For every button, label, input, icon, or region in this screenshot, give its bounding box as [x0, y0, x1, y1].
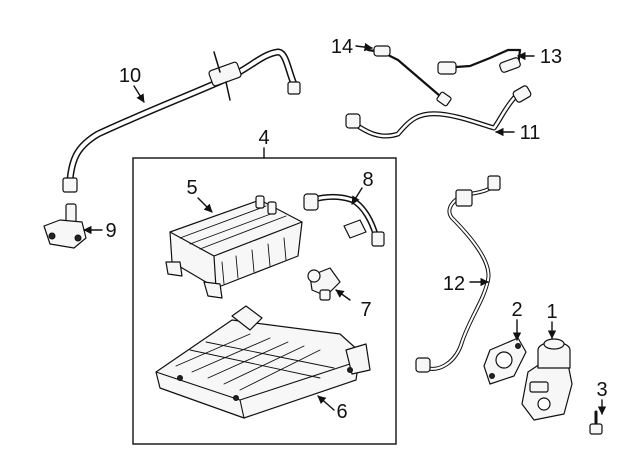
callout-11: 11: [520, 122, 541, 144]
part-7-valve: [307, 267, 341, 301]
callout-9: 9: [105, 220, 116, 242]
callout-14: 14: [331, 36, 353, 58]
callout-10: 10: [119, 65, 141, 87]
callout-5: 5: [186, 177, 197, 199]
callout-6: 6: [336, 401, 347, 423]
part-2-gasket: [483, 337, 527, 385]
callout-1: 1: [546, 301, 557, 323]
part-11-tube: [345, 85, 532, 139]
callout-13: 13: [540, 46, 562, 68]
part-14-sensor-lead: [366, 45, 452, 107]
part-6-tray: [155, 305, 371, 419]
part-9-connector: [43, 203, 87, 249]
callout-8: 8: [362, 169, 373, 191]
callout-3: 3: [596, 379, 607, 401]
part-13-sensor-lead: [437, 48, 522, 75]
part-5-canister: [165, 195, 303, 299]
part-3-bolt: [589, 410, 603, 435]
callout-4: 4: [258, 127, 269, 149]
callout-12: 12: [443, 273, 465, 295]
callout-2: 2: [511, 299, 522, 321]
callout-7: 7: [360, 299, 371, 321]
leader-lines: [83, 42, 607, 415]
part-8-hose: [303, 193, 385, 247]
callout-labels: 1 2 3 4 5 6 7 8 9 10 11 12 13 14: [105, 36, 607, 423]
part-12-tube: [415, 175, 501, 373]
part-10-vapor-hose: [62, 48, 301, 193]
part-1-egr-valve: [521, 338, 573, 421]
